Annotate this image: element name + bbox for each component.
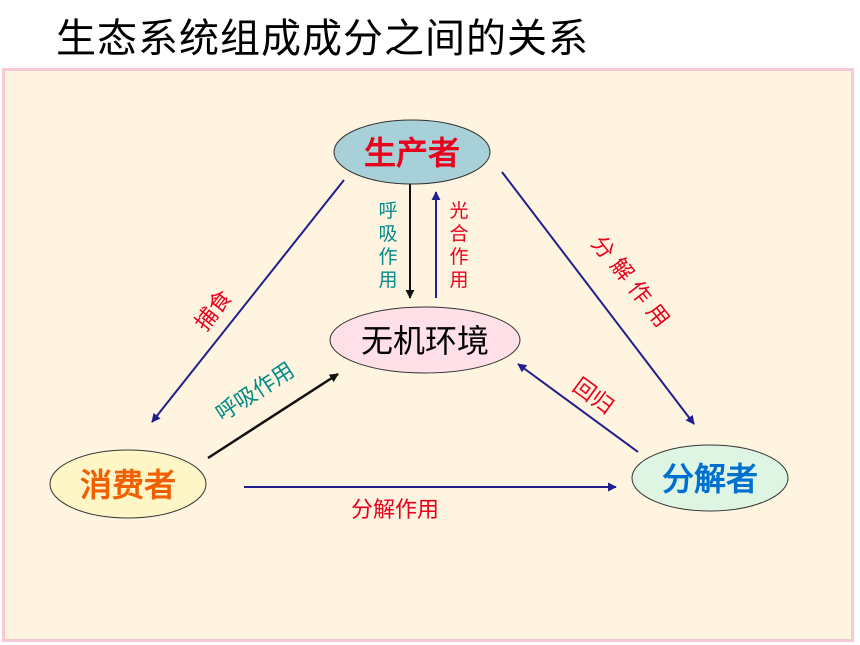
return-label: 回归 <box>568 374 618 420</box>
consumer-decomposition-label: 分解作用 <box>351 498 439 523</box>
producer-decomposition-char: 分 <box>585 232 618 265</box>
producer-respiration-char: 呼 <box>378 200 397 222</box>
environment-node <box>329 306 521 374</box>
producer-decomposition-char: 解 <box>604 254 637 287</box>
predation-label: 捕食 <box>190 286 237 336</box>
predation-arrow <box>151 179 345 423</box>
photosynthesis-label: 光 合 作 用 <box>449 200 468 291</box>
producer-respiration-label: 呼 吸 作 用 <box>378 200 397 291</box>
producer-respiration-char: 作 <box>378 246 397 268</box>
producer-decomposition-label: 分 解 作 用 <box>585 232 673 333</box>
producer-label: 生产者 <box>364 134 460 172</box>
producer-decomposition-char: 用 <box>640 300 673 333</box>
producer-decomposition-char: 作 <box>622 277 655 310</box>
photosynthesis-char: 用 <box>449 269 468 291</box>
consumer-respiration-arrow <box>207 372 339 460</box>
slide-title: 生态系统组成成分之间的关系 <box>56 16 589 62</box>
producer-respiration-char: 吸 <box>378 223 397 245</box>
photosynthesis-char: 作 <box>449 246 468 268</box>
producer-decomposition-arrow <box>501 171 695 425</box>
return-arrow <box>517 363 639 453</box>
consumer-respiration-label: 呼吸作用 <box>212 358 299 427</box>
decomposer-node <box>631 444 789 512</box>
producer-respiration-char: 用 <box>378 269 397 291</box>
environment-label: 无机环境 <box>361 322 489 360</box>
producer-node <box>333 119 491 185</box>
consumer-label: 消费者 <box>80 466 176 504</box>
decomposer-label: 分解者 <box>662 460 758 498</box>
consumer-node <box>49 449 207 519</box>
photosynthesis-char: 合 <box>449 223 468 245</box>
photosynthesis-char: 光 <box>449 200 468 222</box>
